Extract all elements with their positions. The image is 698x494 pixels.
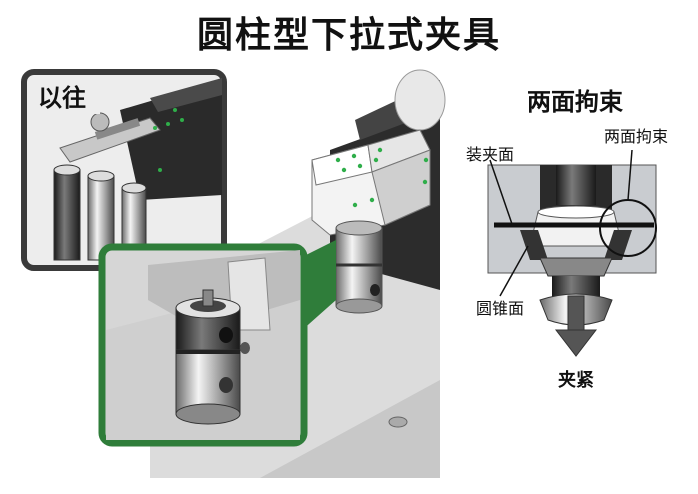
constraint-diagram: 两面拘束 装夹面 两面拘束 圆锥面 夹紧 [466, 88, 668, 391]
label-clamp: 夹紧 [558, 369, 594, 391]
mount-holes [335, 147, 429, 208]
inset-label: 以往 [38, 84, 86, 112]
label-cone-face: 圆锥面 [476, 299, 524, 318]
previous-inset: 以往 [21, 69, 227, 271]
inset-holes [153, 108, 184, 172]
label-mount-face: 装夹面 [466, 145, 514, 164]
zoom-inset [98, 240, 336, 447]
page-title: 圆柱型下拉式夹具 [196, 15, 501, 56]
diagram-title: 两面拘束 [527, 88, 624, 116]
label-two-face: 两面拘束 [604, 127, 668, 146]
